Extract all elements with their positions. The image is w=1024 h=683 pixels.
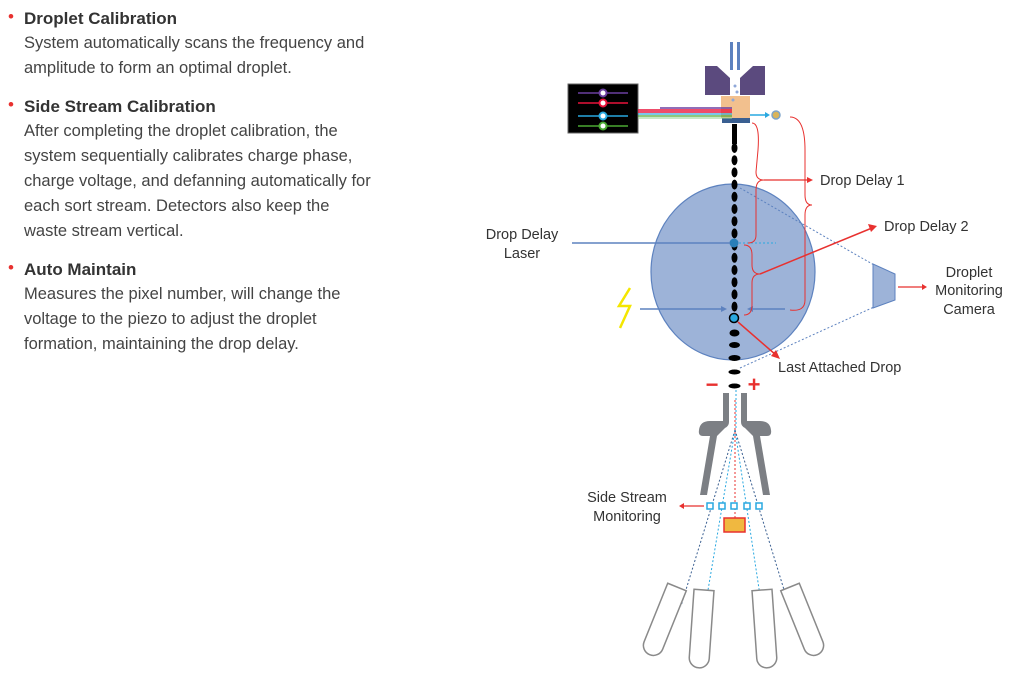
collection-tube bbox=[688, 588, 715, 669]
droplet bbox=[731, 143, 738, 153]
droplet bbox=[731, 277, 738, 288]
label-camera-3: Camera bbox=[943, 302, 996, 318]
feature-title: Droplet Calibration bbox=[24, 9, 178, 28]
droplet bbox=[731, 167, 738, 178]
droplet bbox=[731, 191, 738, 202]
droplet bbox=[729, 342, 740, 348]
droplet bbox=[731, 228, 738, 239]
flow-cell bbox=[721, 96, 750, 118]
droplet bbox=[731, 252, 738, 263]
feature-title: Auto Maintain bbox=[24, 260, 137, 279]
droplet-stream bbox=[728, 124, 741, 389]
camera-view-line bbox=[739, 187, 875, 266]
collection-tube bbox=[751, 588, 778, 669]
droplet bbox=[728, 355, 741, 361]
deflection-plate-right bbox=[741, 393, 772, 495]
feature-droplet-calibration: • Droplet Calibration System automatical… bbox=[8, 6, 398, 81]
label-drop-delay-laser-2: Laser bbox=[504, 246, 540, 262]
feature-auto-maintain: • Auto Maintain Measures the pixel numbe… bbox=[8, 257, 398, 357]
label-side-stream-2: Monitoring bbox=[593, 509, 661, 525]
droplet bbox=[728, 383, 741, 389]
deflection-plate-left bbox=[698, 393, 729, 495]
nozzle-right bbox=[740, 66, 765, 95]
droplet bbox=[728, 369, 741, 375]
camera-view-line bbox=[739, 306, 875, 369]
feature-description: After completing the droplet calibration… bbox=[24, 122, 371, 240]
collection-tube bbox=[779, 582, 825, 657]
minus-charge-icon: − bbox=[706, 372, 719, 397]
label-drop-delay-laser: Drop Delay bbox=[486, 227, 559, 243]
nozzle-left bbox=[705, 66, 730, 95]
feature-side-stream-calibration: • Side Stream Calibration After completi… bbox=[8, 94, 398, 244]
feature-description: System automatically scans the frequency… bbox=[24, 34, 365, 77]
collection-tubes bbox=[642, 582, 825, 669]
collection-tube bbox=[642, 582, 688, 657]
drop-delay-brace-outer bbox=[789, 116, 813, 311]
label-drop-delay-1: Drop Delay 1 bbox=[820, 173, 905, 189]
sample-tube bbox=[730, 42, 733, 70]
last-attached-drop-marker bbox=[728, 312, 740, 324]
plus-charge-icon: + bbox=[748, 372, 761, 397]
feature-description: Measures the pixel number, will change t… bbox=[24, 285, 341, 353]
bullet-icon: • bbox=[8, 258, 14, 277]
feature-title: Side Stream Calibration bbox=[24, 97, 216, 116]
detector-icon bbox=[771, 110, 781, 120]
bullet-icon: • bbox=[8, 7, 14, 26]
label-camera-2: Monitoring bbox=[935, 283, 1003, 299]
droplet bbox=[731, 216, 738, 227]
laser-drop bbox=[729, 238, 739, 248]
stream-jet bbox=[732, 124, 737, 144]
side-stream-detectors bbox=[706, 502, 763, 510]
sort-streams bbox=[680, 390, 790, 607]
label-side-stream: Side Stream bbox=[587, 490, 667, 506]
label-last-attached-drop: Last Attached Drop bbox=[778, 360, 901, 376]
sample-tube bbox=[737, 42, 740, 70]
flow-cell-base bbox=[722, 118, 750, 123]
droplet bbox=[731, 155, 738, 166]
droplet bbox=[731, 204, 738, 214]
droplet bbox=[731, 265, 738, 275]
label-drop-delay-2: Drop Delay 2 bbox=[884, 219, 969, 235]
feature-list: • Droplet Calibration System automatical… bbox=[8, 6, 398, 370]
laser-beams bbox=[638, 107, 732, 119]
droplet bbox=[731, 301, 738, 312]
waste-collector bbox=[723, 517, 746, 533]
lightning-icon bbox=[616, 287, 632, 329]
bullet-icon: • bbox=[8, 95, 14, 114]
arrowhead-icon bbox=[922, 284, 927, 290]
droplet bbox=[731, 289, 738, 300]
droplet bbox=[731, 179, 738, 190]
camera-icon bbox=[872, 263, 896, 309]
droplet bbox=[729, 329, 740, 337]
label-camera: Droplet bbox=[946, 265, 993, 281]
